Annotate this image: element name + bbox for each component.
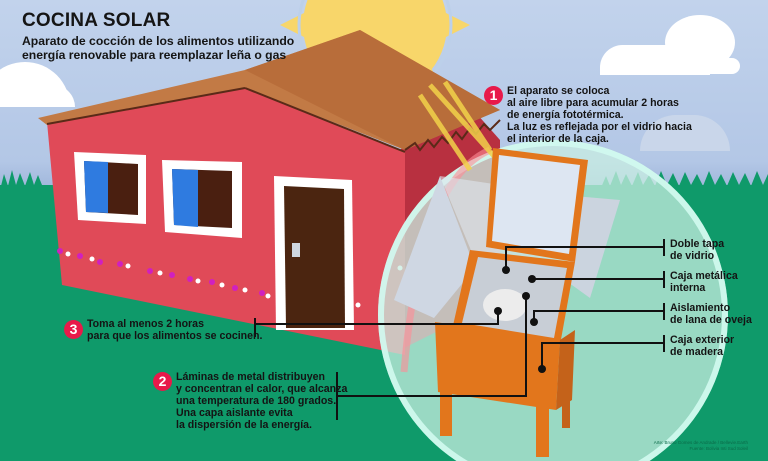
step-2-line: la dispersión de la energía.	[176, 419, 313, 431]
step-2-line: Láminas de metal distribuyen	[176, 371, 325, 383]
cloud-faint	[640, 115, 730, 151]
step-2-line: Una capa aislante evita	[176, 407, 293, 419]
part-label-double-glass-lid: Doble tapa de vidrio	[670, 238, 724, 262]
step-1-badge: 1	[484, 86, 503, 105]
credit-line: Arte: Bruno Gomes de Andrade / Bellevie.…	[653, 440, 748, 445]
step-2-note: Láminas de metal distribuyen y concentra…	[176, 371, 347, 431]
step-2-badge: 2	[153, 372, 172, 391]
cloud-left-2	[30, 85, 75, 107]
part-label-line: Aislamiento	[670, 302, 731, 314]
part-label-wool-insulation: Aislamiento de lana de oveja	[670, 302, 752, 326]
step-3-note: Toma al menos 2 horas para que los alime…	[87, 318, 262, 342]
subtitle-line-2: energía renovable para reemplazar leña o…	[22, 48, 287, 62]
step-1-line: de energía fototérmica.	[507, 109, 624, 121]
part-label-line: Caja exterior	[670, 334, 735, 346]
step-2-line: y concentran el calor, que alcanza	[176, 383, 348, 395]
subtitle-line-1: Aparato de cocción de los alimentos util…	[22, 34, 295, 48]
step-1-line: el interior de la caja.	[507, 133, 609, 145]
part-label-line: de lana de oveja	[670, 314, 752, 326]
step-3-line: Toma al menos 2 horas	[87, 318, 204, 330]
image-credit: Arte: Bruno Gomes de Andrade / Bellevie.…	[654, 440, 748, 452]
part-label-line: Caja metálica	[670, 270, 738, 282]
window-left	[74, 152, 146, 224]
step-1-note: El aparato se coloca al aire libre para …	[507, 85, 692, 145]
part-label-line: de vidrio	[670, 250, 715, 262]
part-label-line: de madera	[670, 346, 723, 358]
part-label-line: interna	[670, 282, 706, 294]
part-label-inner-metal-box: Caja metálica interna	[670, 270, 738, 294]
part-label-wooden-outer-box: Caja exterior de madera	[670, 334, 734, 358]
step-1-line: La luz es reflejada por el vidrio hacia	[507, 121, 692, 133]
step-2-line: una temperatura de 180 grados.	[176, 395, 337, 407]
page-subtitle: Aparato de cocción de los alimentos util…	[22, 34, 294, 62]
part-label-line: Doble tapa	[670, 238, 725, 250]
step-1-line: El aparato se coloca	[507, 85, 610, 97]
page-title: COCINA SOLAR	[22, 10, 171, 31]
step-1-line: al aire libre para acumular 2 horas	[507, 97, 679, 109]
cloud-right-low	[620, 58, 740, 74]
credit-line: Fuente: Bolivia Inti Sud Soleil	[689, 446, 748, 451]
step-3-badge: 3	[64, 320, 83, 339]
step-3-line: para que los alimentos se cocinen.	[87, 330, 263, 342]
window-right	[162, 160, 242, 238]
